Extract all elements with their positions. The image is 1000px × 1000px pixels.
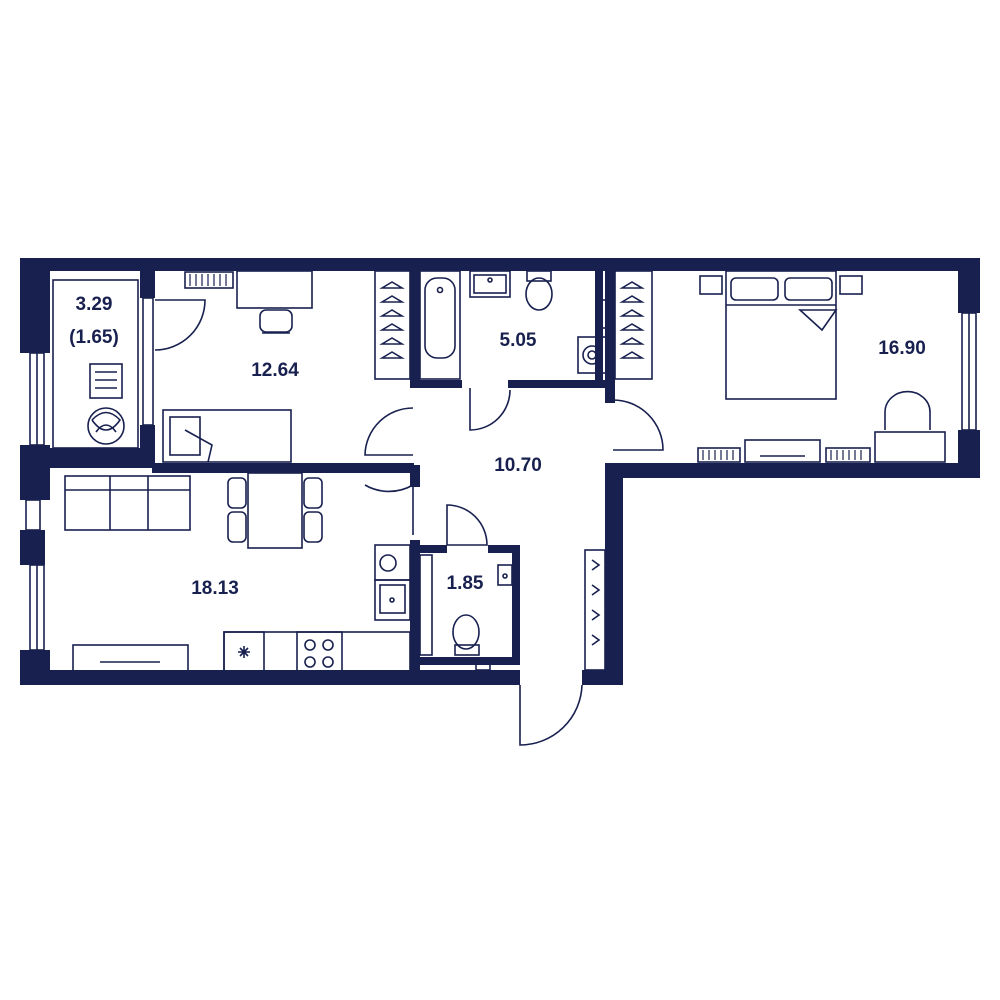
dresser bbox=[744, 439, 821, 463]
sink-icon bbox=[497, 564, 513, 586]
dining-table-icon bbox=[227, 472, 323, 549]
desk-chair-icon bbox=[874, 390, 946, 463]
sink-icon bbox=[374, 579, 411, 621]
radiator-icon bbox=[697, 447, 741, 463]
shaft bbox=[596, 299, 607, 329]
washing-machine-icon bbox=[577, 336, 607, 374]
toilet-icon bbox=[525, 270, 553, 311]
desk-chair-icon bbox=[259, 309, 293, 334]
bathtub-icon bbox=[419, 270, 461, 380]
nightstand bbox=[699, 275, 723, 295]
single-bed bbox=[162, 409, 292, 463]
nightstand bbox=[839, 275, 863, 295]
living-kitchen-area-label: 18.13 bbox=[191, 578, 239, 599]
boiler bbox=[379, 554, 397, 572]
living-kitchen-furniture bbox=[64, 472, 411, 673]
large-bedroom-furniture bbox=[614, 270, 946, 463]
plant-icon bbox=[87, 407, 125, 445]
sink-icon bbox=[469, 270, 511, 298]
small-bedroom-furniture bbox=[162, 270, 411, 463]
hallway-area-label: 10.70 bbox=[494, 455, 542, 476]
wardrobe-hanger-icon bbox=[614, 270, 653, 380]
hallway-furniture bbox=[584, 549, 606, 671]
large-bedroom-area-label: 16.90 bbox=[878, 338, 926, 359]
bathroom-furniture bbox=[419, 270, 607, 380]
radiator-icon bbox=[184, 271, 234, 289]
toilet-icon bbox=[452, 614, 480, 656]
doors bbox=[154, 299, 664, 746]
wardrobe-hanger-icon bbox=[584, 549, 606, 671]
windows bbox=[25, 297, 977, 651]
radiator-icon bbox=[825, 447, 871, 463]
lounge-chair-icon bbox=[89, 363, 123, 399]
toilet-room-furniture bbox=[419, 554, 513, 671]
double-bed-icon bbox=[725, 270, 838, 400]
sofa-icon bbox=[64, 475, 191, 531]
balcony-furniture bbox=[52, 279, 139, 449]
bathroom-area-label: 5.05 bbox=[500, 330, 537, 351]
balcony-area-label: 3.29 bbox=[76, 294, 113, 315]
stove-icon bbox=[296, 631, 343, 673]
small-bedroom-area-label: 12.64 bbox=[251, 360, 299, 381]
wardrobe-hanger-icon bbox=[374, 270, 411, 380]
tv-stand bbox=[72, 644, 189, 673]
desk bbox=[236, 270, 313, 309]
walls bbox=[20, 258, 980, 685]
toilet-area-label: 1.85 bbox=[447, 573, 484, 594]
fridge-icon bbox=[223, 631, 265, 673]
balcony-area-secondary-label: (1.65) bbox=[69, 327, 119, 348]
